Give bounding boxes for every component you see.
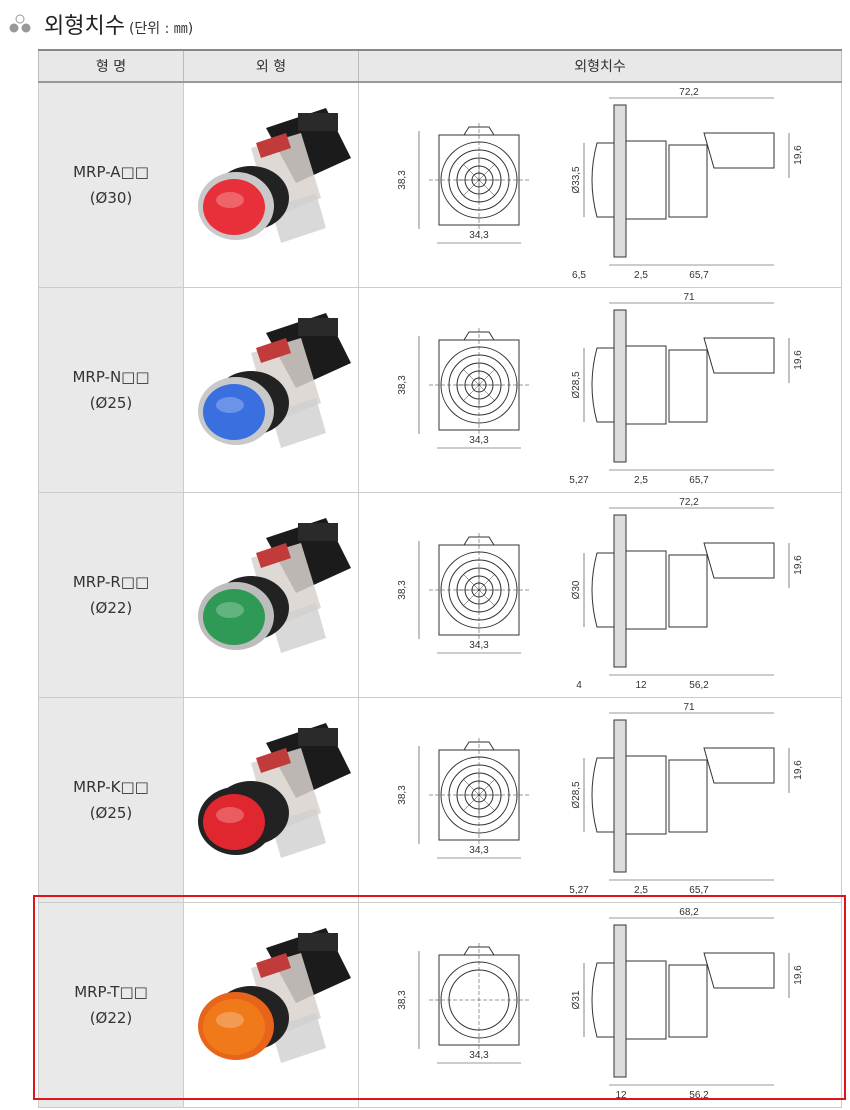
product-photo-cell	[183, 287, 359, 493]
diameter-label: Ø31	[571, 990, 582, 1009]
model-cell: MRP-K□□ (Ø25)	[38, 697, 184, 903]
model-cell: MRP-A□□ (Ø30)	[38, 81, 184, 288]
product-photo	[198, 518, 351, 653]
total-length-label: 71	[683, 702, 695, 713]
table-row: MRP-A□□ (Ø30) 38,3 34,3 Ø33,5 72,2 19,6 6…	[38, 81, 842, 288]
dimension-drawing-cell: 38,3 34,3 Ø33,5 72,2 19,6 6,5 2,5 65,7	[358, 81, 842, 288]
product-photo	[198, 108, 351, 243]
front-view	[418, 123, 529, 244]
front-height-label: 38,3	[397, 375, 408, 395]
model-cell: MRP-N□□ (Ø25)	[38, 287, 184, 493]
front-height-label: 38,3	[397, 990, 408, 1010]
side-view	[583, 712, 790, 881]
model-size: (Ø25)	[89, 804, 133, 822]
table-row: MRP-R□□ (Ø22) 38,3 34,3 Ø30 72,2 19,6 4 12…	[38, 492, 842, 698]
dimension-drawing-cell: 38,3 34,3 Ø28,5 71 19,6 5,27 2,5 65,7	[358, 287, 842, 493]
bottom-dim-label: 12	[635, 680, 647, 691]
bottom-dim-label: 4	[576, 680, 582, 691]
product-photo	[198, 723, 351, 858]
header-model: 형 명	[38, 49, 184, 83]
dimension-drawing-cell: 38,3 34,3 Ø31 68,2 19,6 12 56,2	[358, 902, 842, 1108]
side-view	[583, 302, 790, 471]
dimension-drawing-cell: 38,3 34,3 Ø30 72,2 19,6 4 12 56,2	[358, 492, 842, 698]
model-size: (Ø22)	[89, 1009, 133, 1027]
dimension-drawing-cell: 38,3 34,3 Ø28,5 71 19,6 5,27 2,5 65,7	[358, 697, 842, 903]
title-text: 외형치수	[44, 14, 125, 39]
model-cell: MRP-T□□ (Ø22)	[38, 902, 184, 1108]
side-view	[583, 507, 790, 676]
front-view	[418, 943, 529, 1064]
front-width-label: 34,3	[469, 640, 489, 651]
product-photo	[198, 928, 351, 1063]
front-width-label: 34,3	[469, 230, 489, 241]
dimension-drawing: 38,3 34,3 Ø31 68,2 19,6 12 56,2	[397, 907, 804, 1101]
total-length-label: 71	[683, 292, 695, 303]
bottom-dim-label: 56,2	[689, 1090, 709, 1101]
model-name: MRP-A□□	[73, 163, 149, 181]
model-name: MRP-R□□	[72, 573, 150, 591]
dimension-drawing: 38,3 34,3 Ø28,5 71 19,6 5,27 2,5 65,7	[397, 292, 804, 486]
dimensions-table: 형 명 외 형 외형치수 MRP-A□□ (Ø30) 38,3 34,3 Ø33,…	[38, 49, 842, 1108]
total-length-label: 68,2	[679, 907, 699, 918]
total-length-label: 72,2	[679, 497, 699, 508]
terminal-height-label: 19,6	[793, 965, 804, 985]
front-height-label: 38,3	[397, 785, 408, 805]
terminal-height-label: 19,6	[793, 555, 804, 575]
bottom-dim-label: 6,5	[572, 270, 586, 281]
terminal-height-label: 19,6	[793, 350, 804, 370]
bottom-dim-label: 56,2	[689, 680, 709, 691]
front-view	[418, 533, 529, 654]
diameter-label: Ø28,5	[571, 781, 582, 809]
bullet-circles-icon	[9, 14, 31, 33]
front-height-label: 38,3	[397, 170, 408, 190]
product-photo-cell	[183, 81, 359, 288]
bottom-dim-label: 2,5	[634, 270, 648, 281]
section-title: 외형치수(단위 : ㎜)	[8, 8, 193, 40]
bottom-dim-label: 5,27	[569, 475, 589, 486]
unit-label: (단위 : ㎜)	[128, 21, 194, 37]
table-row: MRP-N□□ (Ø25) 38,3 34,3 Ø28,5 71 19,6 5,2…	[38, 287, 842, 493]
bottom-dim-label: 65,7	[689, 270, 709, 281]
diameter-label: Ø28,5	[571, 371, 582, 399]
terminal-height-label: 19,6	[793, 760, 804, 780]
model-name: MRP-N□□	[72, 368, 150, 386]
model-name: MRP-T□□	[74, 983, 148, 1001]
front-view	[418, 328, 529, 449]
diameter-label: Ø33,5	[571, 166, 582, 194]
bottom-dim-label: 12	[615, 1090, 627, 1101]
bottom-dim-label: 65,7	[689, 475, 709, 486]
table-row: MRP-K□□ (Ø25) 38,3 34,3 Ø28,5 71 19,6 5,2…	[38, 697, 842, 903]
model-size: (Ø22)	[89, 599, 133, 617]
bottom-dim-label: 2,5	[634, 475, 648, 486]
front-width-label: 34,3	[469, 1050, 489, 1061]
table-row: MRP-T□□ (Ø22) 38,3 34,3 Ø31 68,2 19,6 12 5…	[38, 902, 842, 1108]
model-size: (Ø25)	[89, 394, 133, 412]
diameter-label: Ø30	[571, 580, 582, 599]
bottom-dim-label: 65,7	[689, 885, 709, 896]
bottom-dim-label: 5,27	[569, 885, 589, 896]
dimension-drawing: 38,3 34,3 Ø28,5 71 19,6 5,27 2,5 65,7	[397, 702, 804, 896]
model-size: (Ø30)	[89, 189, 133, 207]
front-width-label: 34,3	[469, 845, 489, 856]
product-photo-cell	[183, 902, 359, 1108]
model-cell: MRP-R□□ (Ø22)	[38, 492, 184, 698]
product-photo-cell	[183, 697, 359, 903]
front-height-label: 38,3	[397, 580, 408, 600]
total-length-label: 72,2	[679, 87, 699, 98]
page-title: 외형치수(단위 : ㎜)	[44, 8, 193, 40]
side-view	[583, 917, 790, 1086]
dimension-drawing: 38,3 34,3 Ø33,5 72,2 19,6 6,5 2,5 65,7	[397, 87, 804, 281]
header-appearance: 외 형	[183, 49, 359, 83]
side-view	[583, 97, 790, 266]
model-name: MRP-K□□	[73, 778, 149, 796]
product-photo	[198, 313, 351, 448]
header-dimensions: 외형치수	[358, 49, 842, 83]
bottom-dim-label: 2,5	[634, 885, 648, 896]
product-photo-cell	[183, 492, 359, 698]
terminal-height-label: 19,6	[793, 145, 804, 165]
dimension-drawing: 38,3 34,3 Ø30 72,2 19,6 4 12 56,2	[397, 497, 804, 691]
front-view	[418, 738, 529, 859]
front-width-label: 34,3	[469, 435, 489, 446]
